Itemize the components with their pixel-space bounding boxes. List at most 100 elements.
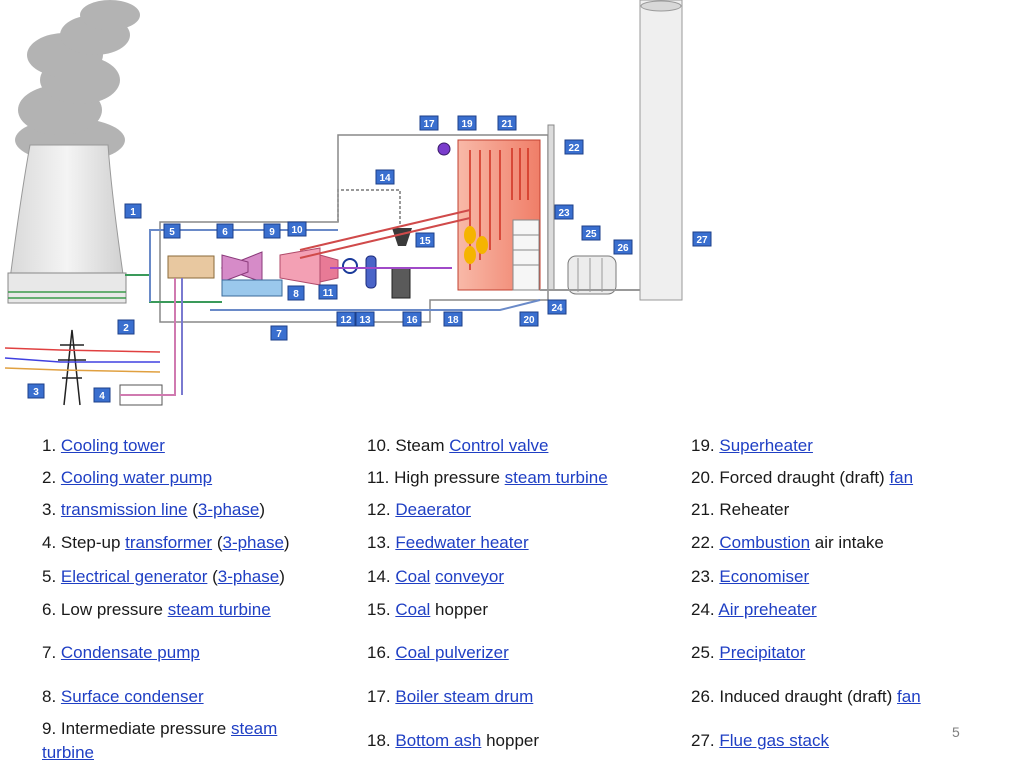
legend-item: 18. Bottom ash hopper bbox=[367, 729, 539, 753]
legend-item: 2. Cooling water pump bbox=[42, 466, 212, 490]
legend-text: ) bbox=[279, 567, 285, 586]
legend-link[interactable]: Electrical generator bbox=[60, 567, 208, 586]
badge-3: 3 bbox=[27, 383, 45, 399]
precipitator bbox=[567, 255, 617, 295]
legend-item-number: 4. bbox=[42, 533, 61, 552]
svg-text:19: 19 bbox=[461, 119, 473, 130]
legend-link[interactable]: Economiser bbox=[719, 567, 810, 586]
legend-link[interactable]: 3-phase bbox=[217, 567, 280, 586]
svg-text:25: 25 bbox=[585, 229, 597, 240]
condenser bbox=[221, 279, 283, 297]
legend-item: 3. transmission line (3-phase) bbox=[42, 498, 265, 522]
legend-item-number: 22. bbox=[691, 533, 720, 552]
svg-text:17: 17 bbox=[423, 119, 435, 130]
legend-link[interactable]: steam turbine bbox=[504, 468, 608, 487]
legend-item-number: 11. bbox=[367, 468, 395, 487]
legend-link[interactable]: Precipitator bbox=[719, 643, 806, 662]
legend-item: 6. Low pressure steam turbine bbox=[42, 598, 271, 622]
deaerator bbox=[342, 258, 358, 274]
badge-14: 14 bbox=[375, 169, 395, 185]
legend-item: 20. Forced draught (draft) fan bbox=[691, 466, 913, 490]
legend-link[interactable]: Condensate pump bbox=[60, 643, 200, 662]
svg-text:24: 24 bbox=[551, 303, 563, 314]
legend-link[interactable]: fan bbox=[897, 687, 921, 706]
legend-link[interactable]: Coal bbox=[395, 567, 431, 586]
svg-text:1: 1 bbox=[130, 207, 136, 218]
legend-text: Forced draught (draft) bbox=[719, 468, 890, 487]
legend-link[interactable]: Feedwater heater bbox=[395, 533, 529, 552]
legend-link[interactable]: 3-phase bbox=[222, 533, 284, 552]
steam-plume bbox=[15, 0, 140, 162]
legend-link[interactable]: steam turbine bbox=[42, 719, 278, 762]
badge-21: 21 bbox=[497, 115, 517, 131]
legend-link[interactable]: 3-phase bbox=[197, 500, 260, 519]
legend-link[interactable]: Combustion bbox=[719, 533, 811, 552]
legend-item-number: 9. bbox=[42, 719, 61, 738]
legend-link[interactable]: Air preheater bbox=[718, 600, 817, 619]
badge-13: 13 bbox=[355, 311, 375, 327]
svg-text:3: 3 bbox=[33, 387, 39, 398]
legend-item-number: 5. bbox=[42, 567, 61, 586]
legend-item-number: 10. bbox=[367, 436, 396, 455]
badge-6: 6 bbox=[216, 223, 234, 239]
legend-link[interactable]: Coal bbox=[395, 600, 431, 619]
legend-item-number: 6. bbox=[42, 600, 61, 619]
legend-item: 21. Reheater bbox=[691, 498, 789, 522]
legend-link[interactable]: steam turbine bbox=[167, 600, 271, 619]
legend-item: 24. Air preheater bbox=[691, 598, 817, 622]
legend-item: 4. Step-up transformer (3-phase) bbox=[42, 531, 290, 555]
pipes bbox=[120, 189, 640, 396]
legend-item: 17. Boiler steam drum bbox=[367, 685, 533, 709]
legend-item-number: 25. bbox=[691, 643, 720, 662]
badge-25: 25 bbox=[581, 225, 601, 241]
legend-link[interactable]: transmission line bbox=[60, 500, 188, 519]
legend-link[interactable]: Coal pulverizer bbox=[395, 643, 509, 662]
legend-link[interactable]: Surface condenser bbox=[60, 687, 204, 706]
legend-link[interactable]: Boiler steam drum bbox=[395, 687, 534, 706]
tower-base-water bbox=[8, 291, 126, 299]
legend-item: 14. Coal conveyor bbox=[367, 565, 504, 589]
legend-item-number: 2. bbox=[42, 468, 61, 487]
legend-link[interactable]: Cooling tower bbox=[60, 436, 165, 455]
svg-text:4: 4 bbox=[99, 391, 105, 402]
legend-item-number: 27. bbox=[691, 731, 720, 750]
legend-item: 1. Cooling tower bbox=[42, 434, 165, 458]
legend-text: High pressure bbox=[394, 468, 505, 487]
svg-text:8: 8 bbox=[293, 289, 299, 300]
legend-item-number: 20. bbox=[691, 468, 720, 487]
turbines bbox=[220, 247, 339, 286]
svg-text:12: 12 bbox=[340, 315, 352, 326]
legend-text: hopper bbox=[430, 600, 488, 619]
svg-text:16: 16 bbox=[406, 315, 418, 326]
label-badges: 1 2 3 4 5 6 7 8 9 10 11 12 13 14 15 16 1… bbox=[27, 115, 712, 403]
badge-17: 17 bbox=[419, 115, 439, 131]
badge-1: 1 bbox=[124, 203, 142, 219]
legend-item-number: 13. bbox=[367, 533, 396, 552]
svg-text:9: 9 bbox=[269, 227, 275, 238]
page-number: 5 bbox=[952, 724, 960, 740]
svg-text:10: 10 bbox=[291, 225, 303, 236]
legend-item: 13. Feedwater heater bbox=[367, 531, 529, 555]
legend-link[interactable]: Deaerator bbox=[395, 500, 471, 519]
legend-item: 7. Condensate pump bbox=[42, 641, 200, 665]
legend-link[interactable]: Superheater bbox=[719, 436, 813, 455]
legend-link[interactable]: transformer bbox=[125, 533, 213, 552]
legend-text: ) bbox=[259, 500, 266, 519]
legend-link[interactable]: conveyor bbox=[435, 567, 505, 586]
transmission-tower bbox=[58, 329, 86, 406]
coal-hopper bbox=[392, 228, 412, 246]
legend-link[interactable]: fan bbox=[889, 468, 914, 487]
svg-text:27: 27 bbox=[696, 235, 708, 246]
legend-link[interactable]: Control valve bbox=[449, 436, 549, 455]
legend-text: ( bbox=[207, 567, 218, 586]
badge-27: 27 bbox=[692, 231, 712, 247]
badge-16: 16 bbox=[402, 311, 422, 327]
legend-link[interactable]: Flue gas stack bbox=[719, 731, 829, 750]
legend-item: 11. High pressure steam turbine bbox=[367, 466, 608, 490]
legend-item-number: 1. bbox=[42, 436, 61, 455]
legend-link[interactable]: Bottom ash bbox=[395, 731, 482, 750]
legend-link[interactable]: Cooling water pump bbox=[60, 468, 213, 487]
badge-18: 18 bbox=[443, 311, 463, 327]
burner-flames bbox=[464, 226, 488, 264]
svg-text:21: 21 bbox=[501, 119, 513, 130]
